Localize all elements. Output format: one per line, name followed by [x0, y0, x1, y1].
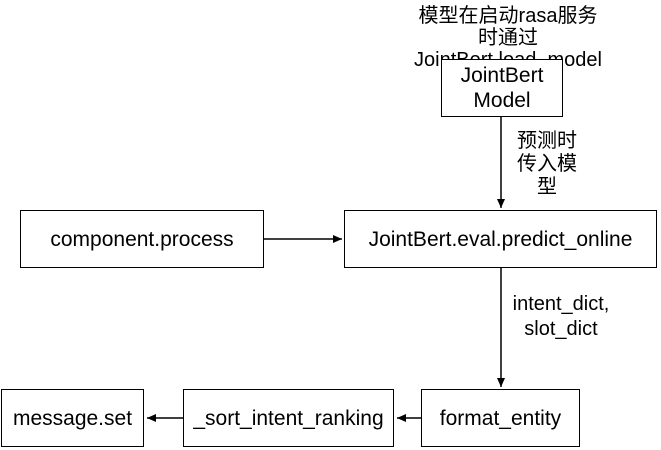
node-message-set: message.set	[1, 389, 144, 447]
node-jointbert-model: JointBert Model	[441, 59, 563, 117]
edge-label-model-input: 预测时 传入模 型	[517, 130, 577, 199]
node-jointbert-eval-predict-online: JointBert.eval.predict_online	[344, 210, 657, 268]
node-sort-intent-ranking: _sort_intent_ranking	[183, 389, 394, 447]
node-component-process: component.process	[20, 210, 264, 268]
edge-label-intent-slot-dict: intent_dict, slot_dict	[512, 292, 610, 342]
node-format-entity: format_entity	[421, 389, 580, 447]
